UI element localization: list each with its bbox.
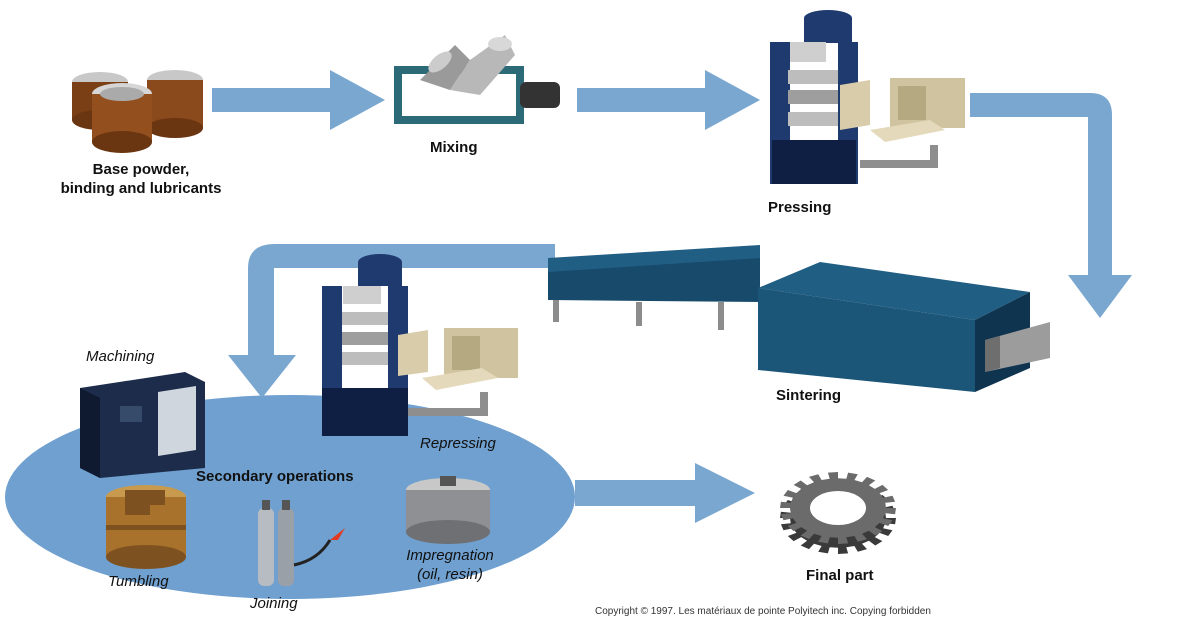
sintering-furnace-icon	[548, 245, 1050, 392]
repress-machine-icon	[322, 254, 518, 436]
impregnation-tank-icon	[406, 476, 490, 544]
label-impregnation-line2: (oil, resin)	[417, 566, 483, 583]
arrow-powder-to-mixing	[212, 70, 385, 130]
press-machine-icon	[770, 10, 965, 184]
label-joining: Joining	[250, 595, 298, 612]
arrow-pressing-to-sintering	[970, 93, 1132, 318]
label-base-powder: Base powder, binding and lubricants	[36, 160, 246, 198]
arrow-secondary-to-final	[575, 463, 755, 523]
label-final-part: Final part	[806, 567, 874, 584]
tumbling-drum-icon	[106, 485, 186, 569]
arrows	[212, 70, 1132, 523]
gear-icon	[780, 472, 896, 554]
cnc-machine-icon	[80, 372, 205, 478]
v-mixer-icon	[394, 35, 560, 124]
label-tumbling: Tumbling	[108, 573, 169, 590]
copyright-notice: Copyright © 1997. Les matériaux de point…	[595, 606, 931, 617]
label-repressing: Repressing	[420, 435, 496, 452]
label-base-powder-line2: binding and lubricants	[60, 180, 222, 197]
label-secondary-operations: Secondary operations	[196, 468, 354, 485]
gear-hole	[810, 491, 866, 525]
label-machining: Machining	[86, 348, 155, 365]
label-mixing: Mixing	[430, 139, 478, 156]
arrow-mixing-to-pressing	[577, 70, 760, 130]
label-impregnation-line1: Impregnation	[406, 547, 494, 564]
arrow-sintering-to-secondary	[228, 244, 555, 398]
label-sintering: Sintering	[776, 387, 842, 404]
powder-cans-icon	[72, 70, 203, 153]
label-base-powder-line1: Base powder,	[92, 161, 190, 178]
label-pressing: Pressing	[768, 199, 832, 216]
gas-cylinders-icon	[258, 500, 345, 586]
label-impregnation: Impregnation (oil, resin)	[388, 546, 512, 584]
